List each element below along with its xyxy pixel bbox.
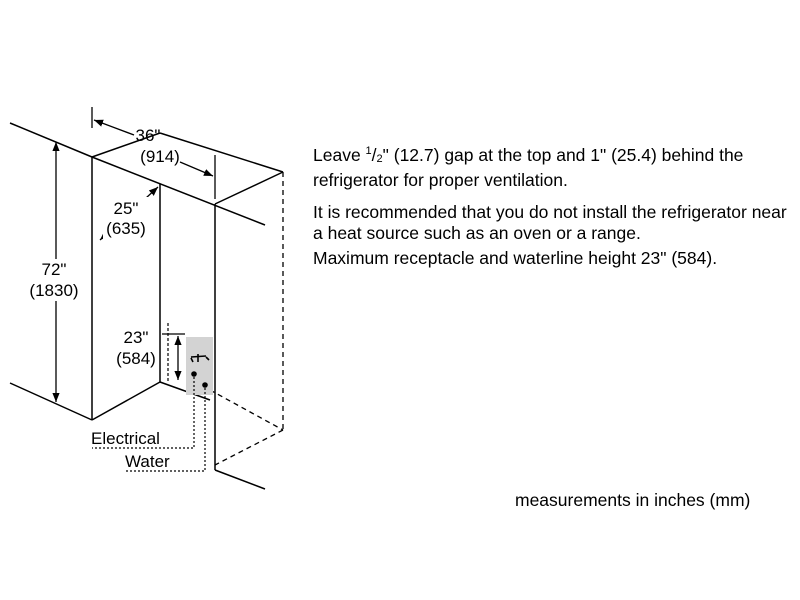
fraction-numerator: 1 bbox=[365, 145, 372, 157]
installation-notes: Leave 1/2" (12.7) gap at the top and 1" … bbox=[313, 141, 793, 280]
electrical-outlet-dot bbox=[191, 371, 197, 377]
depth-dimension: 25" (635) bbox=[99, 186, 159, 241]
measurement-units-note: measurements in inches (mm) bbox=[515, 490, 751, 510]
heat-source-note: It is recommended that you do not instal… bbox=[313, 202, 787, 243]
connection-labels: Electrical Water bbox=[91, 429, 170, 471]
outlet-height-mm: (584) bbox=[116, 349, 156, 368]
water-line-dot bbox=[202, 382, 208, 388]
outlet-box bbox=[186, 337, 213, 395]
label-leaders bbox=[92, 377, 206, 472]
hidden-edges bbox=[209, 172, 284, 466]
faucet-icon bbox=[190, 354, 210, 363]
height-dimension: 72" (1830) bbox=[22, 142, 90, 402]
outlet-height-inches: 23" bbox=[124, 328, 149, 347]
ventilation-note: Leave 1/2" (12.7) gap at the top and 1" … bbox=[313, 145, 744, 190]
fraction-slash: / bbox=[371, 145, 377, 165]
water-label: Water bbox=[125, 452, 170, 471]
width-mm: (914) bbox=[140, 147, 180, 166]
niche-outline bbox=[9, 122, 284, 490]
width-inches: 36" bbox=[136, 126, 161, 145]
outlet-height-dimension: 23" (584) bbox=[116, 323, 185, 381]
depth-mm: (635) bbox=[106, 219, 146, 238]
width-dimension: 36" (914) bbox=[91, 107, 216, 199]
ventilation-note-text: " (12.7) gap at the top and 1" (25.4) be… bbox=[313, 145, 744, 190]
depth-inches: 25" bbox=[114, 199, 139, 218]
fraction-denominator: 2 bbox=[376, 153, 383, 165]
height-mm: (1830) bbox=[29, 281, 78, 300]
electrical-label: Electrical bbox=[91, 429, 160, 448]
height-inches: 72" bbox=[42, 260, 67, 279]
max-height-note: Maximum receptacle and waterline height … bbox=[313, 248, 718, 268]
